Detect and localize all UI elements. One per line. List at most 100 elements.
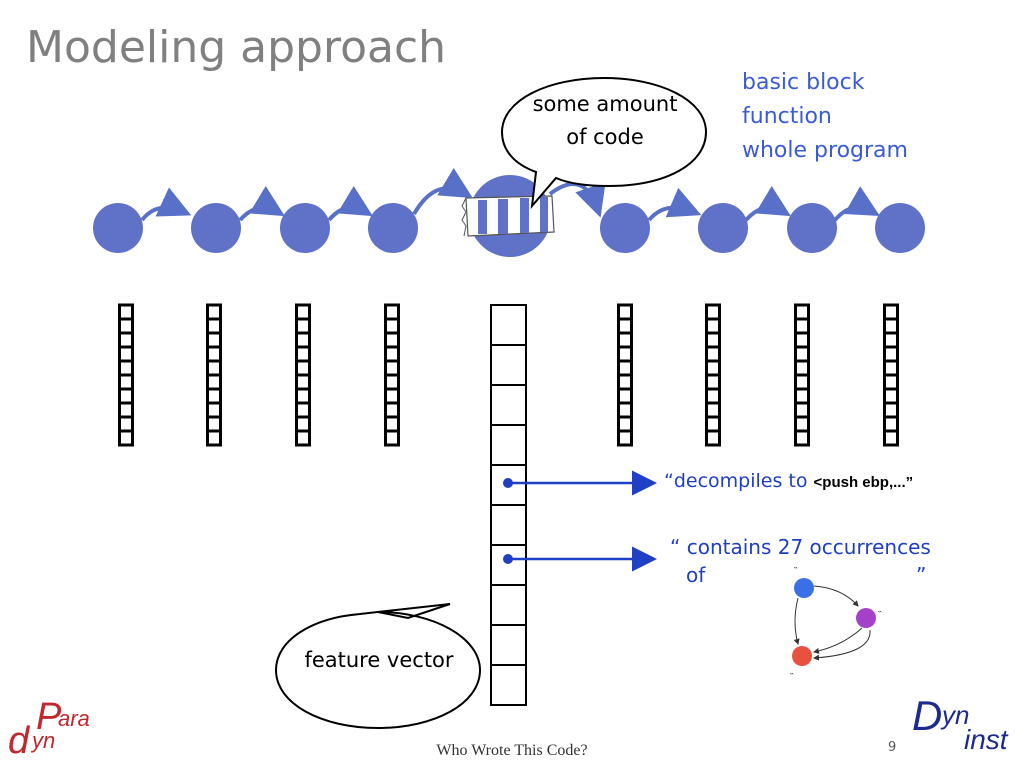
feature-vector: [384, 303, 400, 447]
chain-arrow: [833, 186, 880, 222]
annotation-text: “ contains 27 occurrences: [670, 535, 931, 559]
annotation-arrows: [503, 470, 657, 572]
vector-cell: [206, 415, 222, 433]
vector-cell: [384, 303, 400, 321]
code-node: [787, 203, 837, 253]
vector-cell: [794, 373, 810, 391]
vector-cell: [384, 345, 400, 363]
vector-cell: [617, 359, 633, 377]
graph-label: ˵: [790, 668, 794, 679]
annotation-contains: “ contains 27 occurrences of ”: [670, 533, 931, 589]
bubble-line: of code: [566, 125, 644, 149]
vector-cell: [490, 624, 527, 666]
vector-cell: [206, 303, 222, 321]
vector-cell: [883, 317, 899, 335]
vector-cell: [384, 317, 400, 335]
annotation-text: “decompiles to: [664, 470, 814, 492]
vector-cell: [705, 359, 721, 377]
graph-node-red: [792, 646, 812, 666]
vector-cell: [617, 415, 633, 433]
vector-cell: [206, 331, 222, 349]
vector-cell: [118, 373, 134, 391]
vector-cell: [384, 331, 400, 349]
logo-letter: inst: [964, 724, 1008, 755]
bubble-top-text: some amount of code: [512, 88, 698, 154]
vector-cell: [118, 345, 134, 363]
vector-cell: [705, 317, 721, 335]
graph-edge: [813, 629, 871, 661]
feature-vectors: [118, 303, 899, 447]
annotation-quote: ”: [905, 474, 914, 491]
code-node: [698, 203, 748, 253]
vector-cell: [206, 401, 222, 419]
vector-cell: [490, 304, 527, 346]
vector-cell: [384, 429, 400, 447]
slide-title: Modeling approach: [26, 22, 447, 73]
vector-cell: [295, 415, 311, 433]
vector-cell: [794, 387, 810, 405]
vector-cell: [206, 373, 222, 391]
code-node: [93, 203, 143, 253]
granularity-list: basic block function whole program: [742, 66, 908, 168]
graph-edge: [813, 627, 863, 654]
chain-arrow: [327, 185, 373, 222]
footer-text: Who Wrote This Code?: [436, 742, 588, 759]
granularity-item: function: [742, 104, 832, 129]
vector-cell: [295, 303, 311, 321]
vector-cell: [794, 303, 810, 321]
vector-cell: [617, 345, 633, 363]
feature-vector: [118, 303, 134, 447]
vector-cell: [617, 387, 633, 405]
code-node: [875, 203, 925, 253]
vector-cell: [490, 384, 527, 426]
bubble-line: some amount: [532, 92, 678, 116]
vector-cell: [118, 401, 134, 419]
logo-letter: yn: [32, 728, 56, 753]
vector-cell: [118, 331, 134, 349]
annotation-decompiles: “decompiles to <push ebp,...”: [664, 470, 913, 492]
vector-cell: [705, 401, 721, 419]
vector-cell: [705, 387, 721, 405]
chain-arrows: [140, 167, 880, 222]
vector-cell: [794, 401, 810, 419]
vector-cell: [118, 359, 134, 377]
feature-vector: [794, 303, 810, 447]
vector-cell: [883, 373, 899, 391]
vector-cell: [295, 429, 311, 447]
vector-cell: [206, 345, 222, 363]
paradyn-logo: P ara d yn: [6, 694, 96, 762]
dyninst-logo: D yn inst: [908, 692, 1020, 764]
annotation-text: of: [686, 563, 706, 587]
vector-cell: [794, 345, 810, 363]
feature-vector-large: [490, 304, 527, 706]
vector-cell: [295, 373, 311, 391]
vector-cell: [490, 584, 527, 626]
graph-label: ˵: [794, 562, 798, 573]
vector-cell: [705, 345, 721, 363]
vector-cell: [490, 424, 527, 466]
vector-cell: [295, 401, 311, 419]
vector-cell: [295, 345, 311, 363]
vector-cell: [617, 303, 633, 321]
feature-vector: [883, 303, 899, 447]
vector-cell: [883, 331, 899, 349]
chain-arrow: [744, 185, 791, 222]
vector-cell: [705, 415, 721, 433]
vector-cell: [705, 331, 721, 349]
vector-cell: [883, 429, 899, 447]
code-node: [600, 203, 650, 253]
vector-cell: [617, 373, 633, 391]
granularity-item: whole program: [742, 138, 908, 163]
graph-label: ˵: [878, 606, 882, 617]
vector-cell: [617, 429, 633, 447]
vector-cell: [794, 415, 810, 433]
vector-cell: [705, 429, 721, 447]
vector-cell: [118, 303, 134, 321]
vector-cell: [295, 317, 311, 335]
vector-cell: [617, 331, 633, 349]
vector-cell: [118, 317, 134, 335]
code-chain: [93, 167, 925, 257]
tape-wrap-icon: [461, 195, 555, 237]
chain-arrow: [140, 187, 192, 222]
